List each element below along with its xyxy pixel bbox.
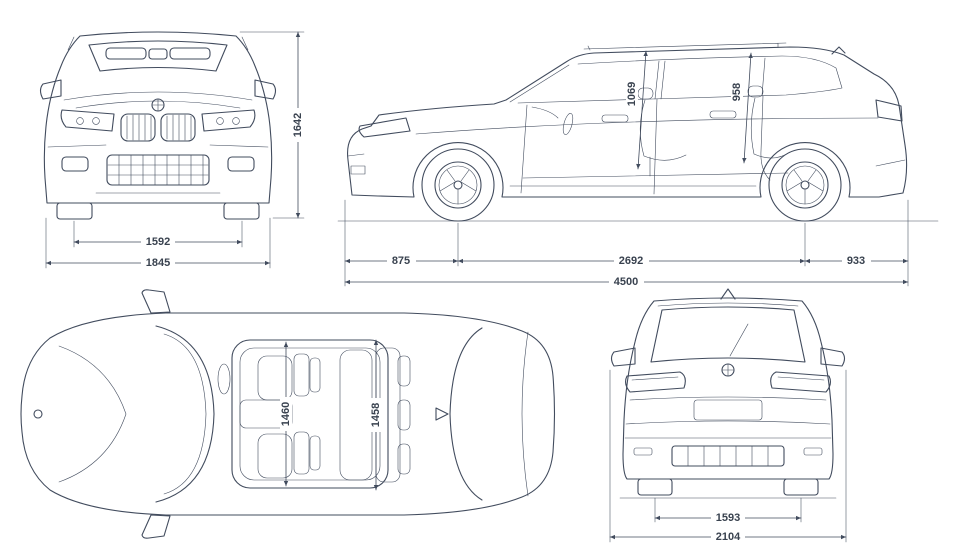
reflector-left bbox=[633, 447, 653, 456]
antenna-fin bbox=[831, 46, 846, 55]
brand-roundel bbox=[151, 98, 165, 112]
spoiler-line bbox=[657, 302, 799, 307]
side-silhouette bbox=[347, 46, 908, 198]
side-dimensions: 1069 958 875 2692 933 4500 bbox=[344, 50, 909, 288]
wheel-rear-right bbox=[783, 478, 819, 496]
dim-wheelbase: 2692 bbox=[619, 255, 643, 267]
side-scoop-left bbox=[61, 156, 89, 172]
top-body bbox=[20, 312, 556, 516]
side-car-outline bbox=[337, 42, 939, 222]
shark-fin-antenna bbox=[720, 288, 736, 300]
rear-window-arc bbox=[449, 327, 483, 501]
sunroof-outer bbox=[231, 339, 389, 489]
interior-lines bbox=[522, 85, 791, 179]
wheel-rear-left bbox=[637, 478, 673, 496]
character-line bbox=[415, 117, 879, 135]
dim-rear-interior-width: 1458 bbox=[370, 403, 382, 427]
mirror-top bbox=[141, 289, 171, 314]
front-bumper-detail bbox=[347, 153, 366, 175]
kidney-grille bbox=[120, 113, 196, 142]
door-handle-rear bbox=[709, 110, 737, 119]
hatch-line bbox=[521, 331, 529, 497]
rear-view: 1593 2104 bbox=[609, 288, 847, 543]
dim-overall-width: 1845 bbox=[146, 257, 170, 269]
side-mirrors bbox=[39, 79, 277, 100]
tailgate-lines bbox=[625, 396, 831, 425]
rear-wheel bbox=[768, 148, 842, 222]
windshield-arc bbox=[155, 325, 215, 503]
windshield-line bbox=[509, 64, 570, 103]
rear-car-outline bbox=[610, 288, 846, 499]
top-dimensions: 1460 1458 bbox=[280, 339, 382, 491]
roof-rails bbox=[67, 36, 249, 51]
taillight-side bbox=[875, 99, 903, 122]
front-view: 1592 1845 1642 bbox=[39, 31, 305, 269]
side-scoop-right bbox=[227, 156, 255, 172]
glasshouse bbox=[517, 55, 843, 104]
dim-overall-length: 4500 bbox=[614, 276, 638, 288]
plate-recess bbox=[693, 399, 763, 421]
rear-dimensions: 1593 2104 bbox=[609, 369, 847, 543]
headlights bbox=[60, 109, 256, 132]
rear-window bbox=[650, 306, 806, 363]
sun-visor-left bbox=[105, 47, 147, 60]
dim-front-overhang: 875 bbox=[392, 255, 410, 267]
door-seams bbox=[520, 95, 771, 195]
side-view: 1069 958 875 2692 933 4500 bbox=[337, 42, 939, 288]
rear-roundel bbox=[721, 363, 735, 377]
wheel-front-left bbox=[56, 202, 93, 220]
rear-wiper bbox=[729, 323, 749, 357]
top-car-outline bbox=[20, 289, 556, 539]
windshield bbox=[88, 40, 228, 72]
front-wheel bbox=[421, 148, 495, 222]
door-handle-front bbox=[601, 114, 629, 123]
dim-front-interior-width: 1460 bbox=[280, 402, 292, 426]
wheel-front-right bbox=[223, 202, 260, 220]
rear-mirrors bbox=[610, 347, 846, 367]
front-seats-top bbox=[217, 353, 321, 479]
front-car-outline bbox=[39, 31, 277, 220]
sun-visor-right bbox=[169, 47, 211, 60]
antenna-top bbox=[435, 407, 449, 421]
roof-rail bbox=[583, 42, 787, 51]
bumper-lines bbox=[47, 144, 269, 148]
steering-wheel-top bbox=[217, 363, 231, 395]
headlight-side bbox=[358, 117, 411, 138]
dim-overall-height: 1642 bbox=[292, 113, 304, 137]
taillights bbox=[624, 371, 832, 393]
reflector-right bbox=[803, 447, 823, 456]
b-pillar bbox=[654, 60, 666, 100]
rearview-mirror bbox=[148, 48, 168, 60]
front-roundel-top bbox=[33, 409, 43, 419]
lower-air-intake bbox=[106, 154, 210, 186]
dim-front-headroom: 1069 bbox=[626, 82, 638, 106]
dim-width-with-mirrors: 2104 bbox=[716, 531, 741, 543]
front-dimensions: 1592 1845 1642 bbox=[45, 31, 305, 269]
mirror-bottom bbox=[141, 514, 171, 539]
diffuser bbox=[671, 445, 785, 467]
dim-rear-overhang: 933 bbox=[847, 255, 865, 267]
hood-crease bbox=[58, 345, 127, 483]
cowl-line bbox=[163, 333, 207, 495]
front-body bbox=[43, 31, 273, 204]
top-view: 1460 1458 bbox=[20, 289, 556, 539]
dim-rear-headroom: 958 bbox=[731, 83, 743, 101]
dim-front-track: 1592 bbox=[146, 236, 170, 248]
dim-rear-track: 1593 bbox=[716, 512, 740, 524]
c-pillar bbox=[761, 57, 766, 97]
rear-bumper-line bbox=[875, 159, 906, 167]
rear-body bbox=[622, 297, 834, 480]
